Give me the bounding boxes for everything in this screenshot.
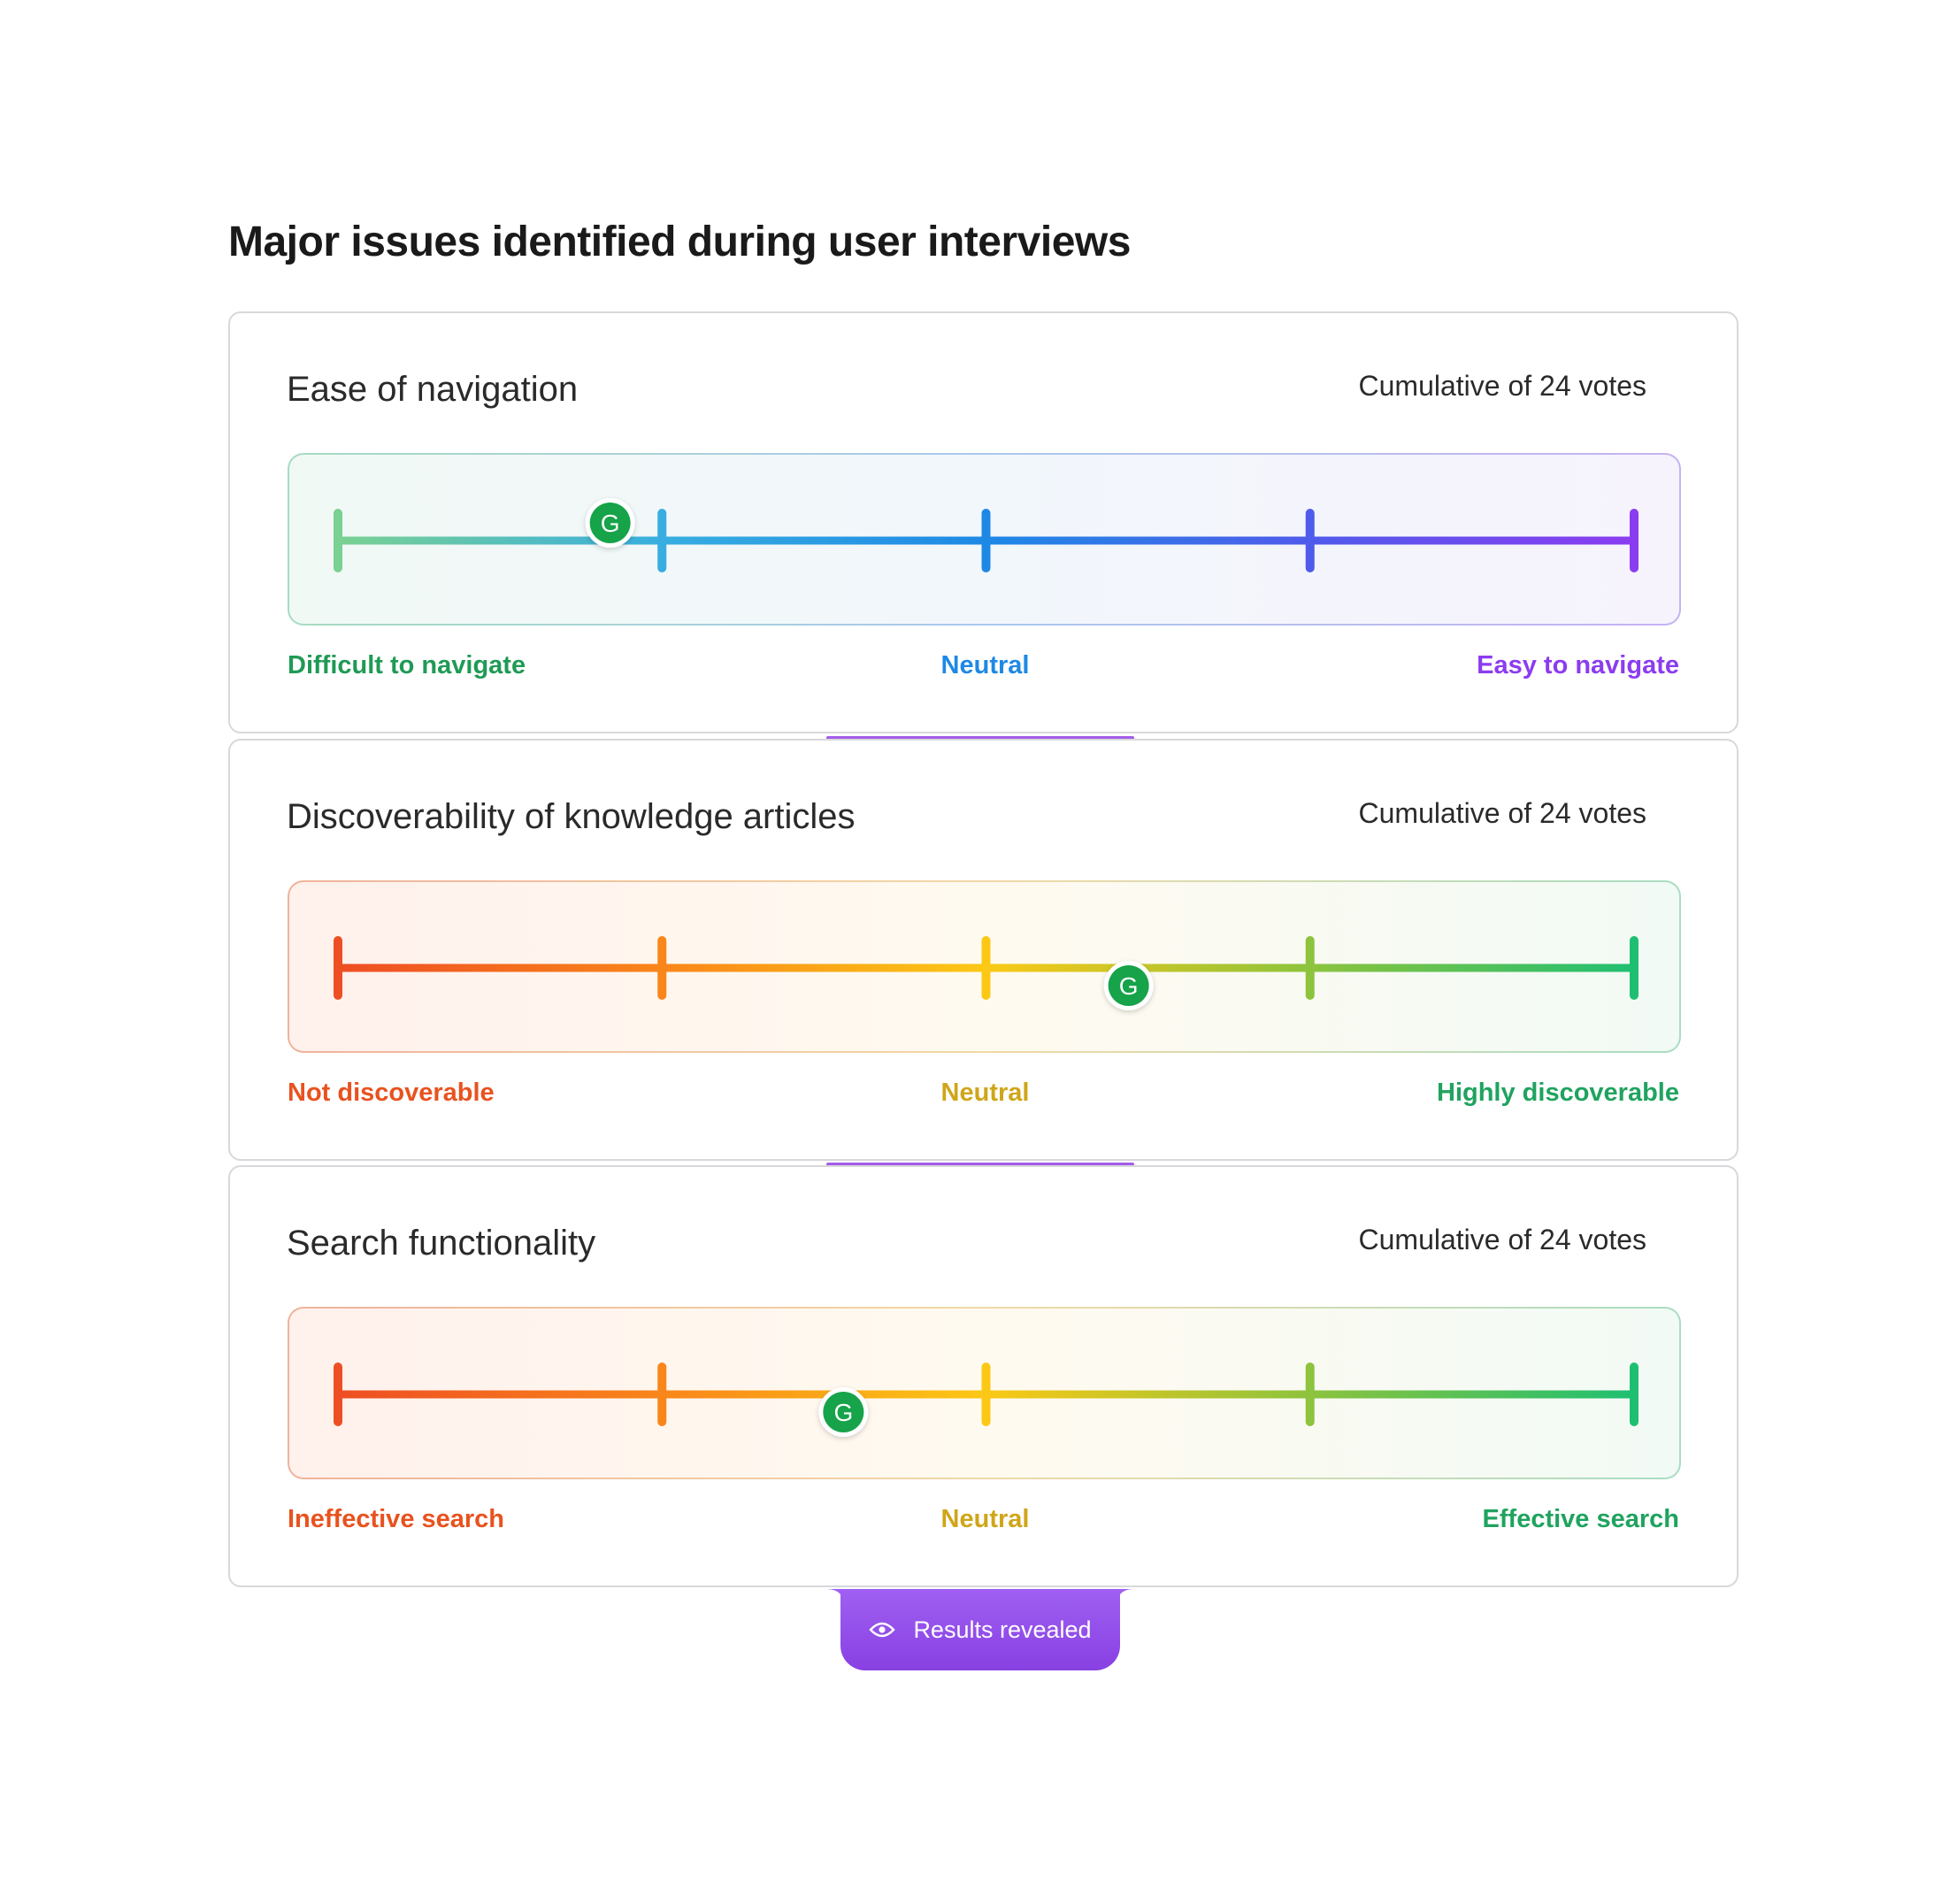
rating-scale[interactable]: G [288,880,1681,1053]
rating-scale[interactable]: G [288,453,1681,626]
card-title: Search functionality [287,1224,596,1263]
scale-min-label: Not discoverable [288,1079,495,1107]
scale-mid-label: Neutral [940,651,1030,679]
scale-card-search-functionality: Search functionality Cumulative of 24 vo… [228,1165,1738,1587]
votes-count: Cumulative of 24 votes [1358,797,1647,829]
card-connector [826,1163,1134,1166]
results-revealed-label: Results revealed [913,1616,1092,1643]
scale-max-label: Easy to navigate [1477,651,1679,679]
tab-flare-left [826,1589,844,1607]
rating-scale[interactable]: G [288,1307,1681,1479]
vote-marker-initial: G [833,1399,853,1426]
tab-flare-right [1117,1589,1134,1607]
vote-marker-initial: G [601,510,620,537]
rating-scale-graphic: G [334,498,1639,572]
votes-count: Cumulative of 24 votes [1358,370,1647,402]
results-revealed-button[interactable]: Results revealed [840,1589,1120,1670]
rating-scale-graphic: G [334,936,1639,1010]
scale-min-label: Difficult to navigate [288,651,526,679]
results-revealed-tab: Results revealed [826,1589,1134,1670]
card-connector [826,736,1134,740]
card-title: Discoverability of knowledge articles [287,797,856,836]
rating-scale-graphic: G [334,1363,1639,1437]
vote-marker[interactable]: G [818,1387,869,1437]
scale-min-label: Ineffective search [288,1505,505,1533]
vote-marker[interactable]: G [1103,961,1154,1010]
scale-max-label: Effective search [1482,1505,1679,1533]
scale-mid-label: Neutral [940,1079,1030,1107]
vote-marker-initial: G [1119,972,1139,1000]
scale-max-label: Highly discoverable [1437,1079,1679,1107]
scale-card-ease-of-navigation: Ease of navigation Cumulative of 24 vote… [228,311,1738,733]
page-title: Major issues identified during user inte… [228,219,1131,265]
scale-card-discoverability: Discoverability of knowledge articles Cu… [228,739,1738,1161]
eye-icon [869,1622,896,1638]
card-title: Ease of navigation [287,370,579,409]
scale-mid-label: Neutral [940,1505,1030,1533]
votes-count: Cumulative of 24 votes [1358,1224,1647,1255]
vote-marker[interactable]: G [585,498,635,548]
